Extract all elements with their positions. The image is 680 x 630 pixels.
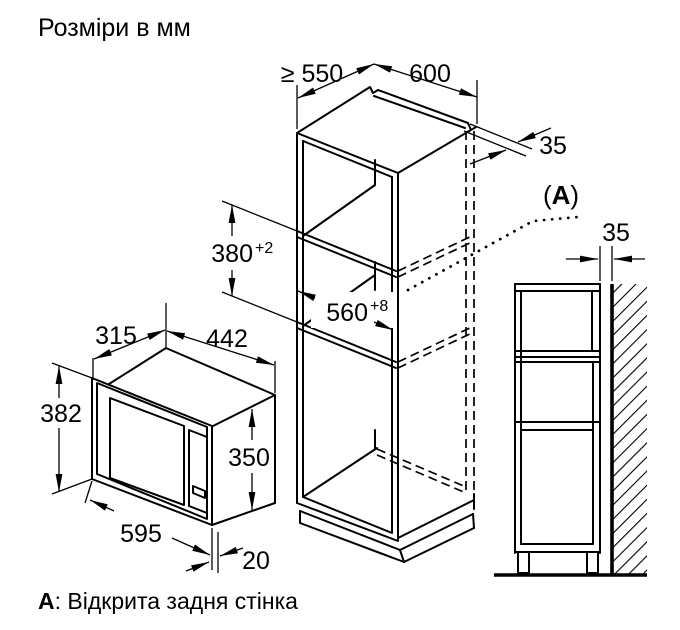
label-front-width: 595 (120, 520, 162, 548)
dim-front-overhang (185, 532, 244, 573)
microwave-isometric-view (91, 347, 276, 526)
page-title: Розміри в мм (38, 14, 191, 42)
side-cabinet-outline (514, 283, 601, 574)
label-niche-width: 560+8 (326, 298, 388, 327)
footnote: А: Відкрита задня стінка (38, 588, 298, 614)
cabinet-foot (586, 551, 599, 574)
label-appliance-depth: 315 (95, 322, 137, 350)
detail-leader-line (406, 215, 580, 292)
label-top-rail: 35 (539, 132, 567, 160)
dim-appliance-width (166, 330, 276, 393)
label-niche-height: 380+2 (211, 240, 273, 268)
dimension-annotations (51, 63, 645, 573)
side-detail-view (494, 283, 647, 577)
cabinet-shelves (296, 159, 397, 498)
label-front-overhang: 20 (242, 547, 270, 575)
dim-cabinet-depth (296, 63, 375, 129)
label-wall-clearance: 35 (602, 219, 630, 247)
label-front-height: 382 (40, 400, 82, 428)
microwave-door-window (109, 397, 185, 506)
dim-appliance-depth (92, 303, 167, 380)
dim-wall-clearance (566, 246, 645, 281)
cabinet-foot (517, 551, 530, 574)
dim-front-width (84, 480, 213, 570)
wall-hatching (610, 284, 647, 574)
dim-cabinet-width (373, 63, 478, 124)
cabinet-front-frame (296, 132, 399, 542)
dim-niche-height (221, 200, 298, 323)
cabinet-isometric-view (296, 86, 477, 563)
cabinet-plinth (299, 493, 475, 563)
label-cabinet-width: 600 (409, 60, 451, 88)
microwave-body (108, 347, 276, 526)
dim-front-height (51, 362, 93, 495)
microwave-control-panel (188, 429, 208, 514)
cabinet-top-face (296, 86, 477, 178)
cabinet-hidden-back-edges (376, 131, 475, 494)
detail-marker: (A) (543, 180, 579, 210)
dim-niche-width (297, 290, 395, 331)
dim-top-rail (463, 123, 552, 165)
label-body-height: 350 (228, 444, 270, 472)
label-cabinet-depth: ≥ 550 (281, 60, 343, 88)
label-appliance-width: 442 (206, 325, 248, 353)
